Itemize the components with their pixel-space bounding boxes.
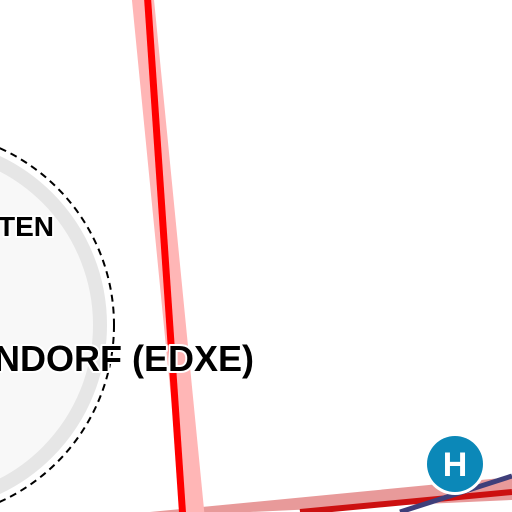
bottom-route-line [299, 489, 512, 512]
heliport-marker[interactable]: H [424, 433, 486, 495]
heliport-circle [427, 436, 483, 492]
controlled-zone[interactable] [0, 131, 115, 512]
controlled-zone-boundary [0, 147, 115, 503]
controlled-zone-inner-ring [0, 156, 107, 494]
heliport-icon: H [443, 446, 468, 484]
vertical-route[interactable] [131, 0, 205, 512]
bottom-route[interactable] [150, 473, 512, 512]
zone-partial-label: TEN [0, 211, 54, 242]
vertical-route-line [144, 0, 186, 512]
aerodrome-label: NDORF (EDXE) [0, 338, 254, 379]
